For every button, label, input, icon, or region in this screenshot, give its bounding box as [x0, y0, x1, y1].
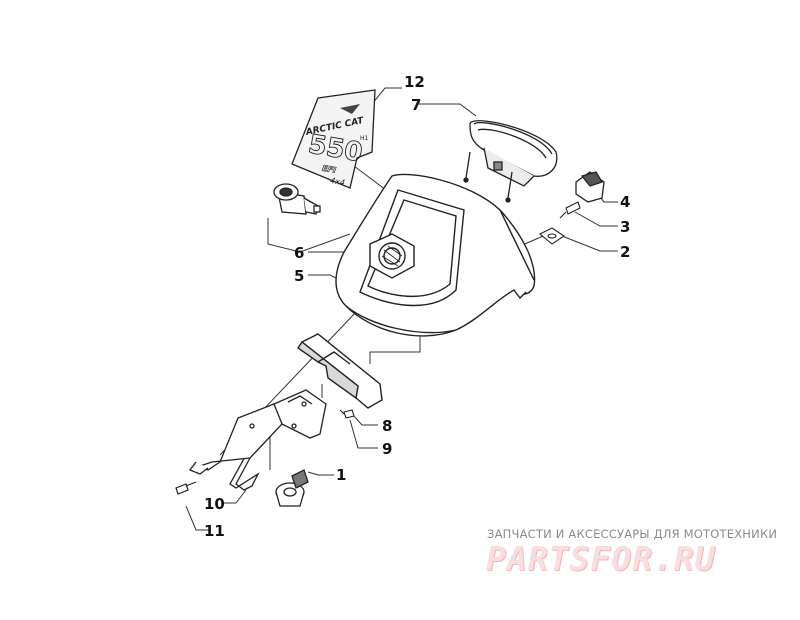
callout-7: 7 [411, 96, 422, 114]
fastener-part-3 [559, 201, 581, 219]
screw-part-8-9 [339, 409, 355, 419]
watermark-tagline: ЗАПЧАСТИ И АКСЕССУАРЫ ДЛЯ МОТОТЕХНИКИ [487, 527, 778, 541]
callout-2: 2 [620, 243, 631, 261]
leader-2 [561, 235, 618, 252]
leader-8 [351, 413, 378, 426]
callout-8: 8 [382, 417, 393, 435]
callout-3: 3 [620, 218, 631, 236]
leader-socket [267, 218, 351, 253]
decal-suffix: H1 [360, 135, 369, 142]
leader-3 [574, 211, 618, 227]
nut-part-2 [539, 227, 565, 245]
leader-10 [222, 489, 247, 504]
switch-part [275, 469, 309, 507]
leader-7 [418, 103, 477, 117]
callout-6: 6 [294, 244, 305, 262]
callout-1: 1 [336, 466, 347, 484]
decal-sub: EFI [321, 164, 336, 175]
watermark-logo: PARTSFOR.RU [486, 539, 716, 578]
decal-drive: 4x4 [329, 176, 345, 187]
socket-part [273, 183, 321, 215]
leader-12 [371, 87, 402, 105]
gauge-part [463, 120, 558, 203]
cap-part [575, 171, 605, 203]
leader-housing-bracket [369, 332, 421, 364]
leader-1 [307, 471, 334, 476]
callout-9: 9 [382, 440, 393, 458]
leader-9 [349, 419, 378, 449]
decal-part: ARCTIC CAT 550 H1 EFI 4x4 [291, 89, 376, 189]
callout-10: 10 [204, 495, 225, 513]
housing-part [335, 173, 536, 337]
callout-11: 11 [204, 522, 225, 540]
bracket-part [188, 389, 327, 491]
callout-12: 12 [404, 73, 425, 91]
callout-4: 4 [620, 193, 631, 211]
callout-5: 5 [294, 267, 305, 285]
rivet-part [175, 481, 197, 495]
leader-11 [185, 505, 210, 531]
bezel-frame-part [297, 333, 383, 409]
